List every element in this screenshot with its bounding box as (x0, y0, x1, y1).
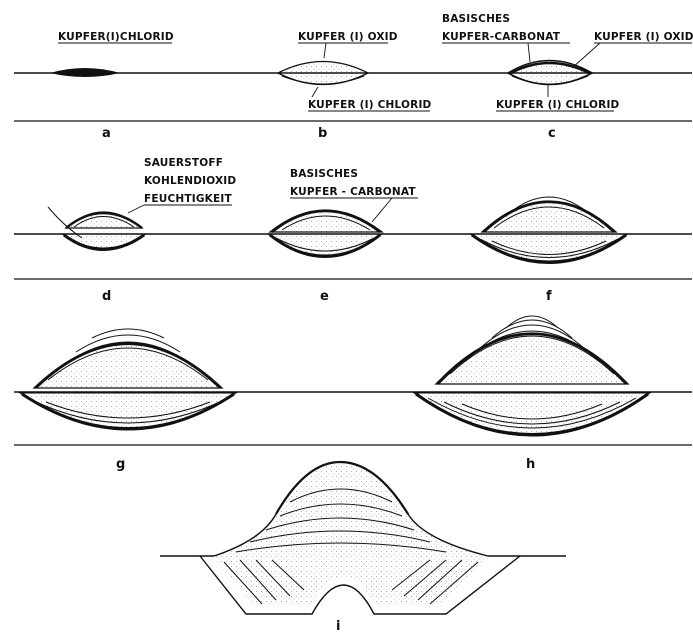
mound-i (214, 462, 488, 556)
panel-letter-h: h (526, 457, 535, 472)
panel-letter-a: a (102, 126, 111, 141)
label-c-cu2o: KUPFER (I) OXID (594, 31, 693, 43)
row-2: SAUERSTOFF KOHLENDIOXID FEUCHTIGKEIT d B… (14, 157, 692, 304)
label-b-cucl: KUPFER (I) CHLORID (308, 99, 432, 111)
leader-d (128, 205, 144, 213)
label-d-feuchtigkeit: FEUCHTIGKEIT (144, 193, 232, 205)
panel-h: h (414, 316, 650, 472)
panel-letter-i: i (336, 619, 340, 634)
label-c-basisches: BASISCHES (442, 13, 510, 25)
label-b-cu2o: KUPFER (I) OXID (298, 31, 398, 43)
label-d-kohlendioxid: KOHLENDIOXID (144, 175, 236, 187)
leader-c-carbonat (528, 43, 530, 62)
panel-letter-e: e (320, 289, 329, 304)
label-c-cucl: KUPFER (I) CHLORID (496, 99, 620, 111)
label-e-carbonat: KUPFER - CARBONAT (290, 186, 416, 198)
label-c-carbonat: KUPFER-CARBONAT (442, 31, 561, 43)
panel-i: i (160, 462, 566, 634)
leader-e (372, 198, 392, 222)
panel-letter-g: g (116, 457, 125, 472)
leader-b-cucl (312, 87, 318, 97)
panel-letter-d: d (102, 289, 111, 304)
panel-a: KUPFER(I)CHLORID a (50, 31, 174, 141)
panel-c: BASISCHES KUPFER-CARBONAT KUPFER (I) OXI… (442, 13, 693, 141)
label-a-cucl: KUPFER(I)CHLORID (58, 31, 174, 43)
row-1: KUPFER(I)CHLORID a KUPFER (I) OXID KUPFE… (14, 13, 693, 141)
mound-inner-h5 (506, 316, 558, 328)
label-d-sauerstoff: SAUERSTOFF (144, 157, 223, 169)
panel-letter-b: b (318, 126, 327, 141)
leader-b-cu2o (324, 43, 326, 58)
panel-f: f (470, 197, 628, 304)
panel-d: SAUERSTOFF KOHLENDIOXID FEUCHTIGKEIT d (48, 157, 236, 304)
panel-letter-c: c (548, 126, 556, 141)
label-e-basisches: BASISCHES (290, 168, 358, 180)
row-3: g h (14, 316, 692, 472)
lens-b (278, 62, 368, 85)
panel-g: g (20, 329, 236, 472)
panel-letter-f: f (546, 289, 552, 304)
panel-b: KUPFER (I) OXID KUPFER (I) CHLORID b (278, 31, 432, 141)
cucl-lens-a (50, 68, 120, 77)
panel-e: BASISCHES KUPFER - CARBONAT e (268, 168, 418, 304)
mound-inner-g4 (92, 329, 164, 338)
leader-c-cu2o (572, 43, 600, 68)
